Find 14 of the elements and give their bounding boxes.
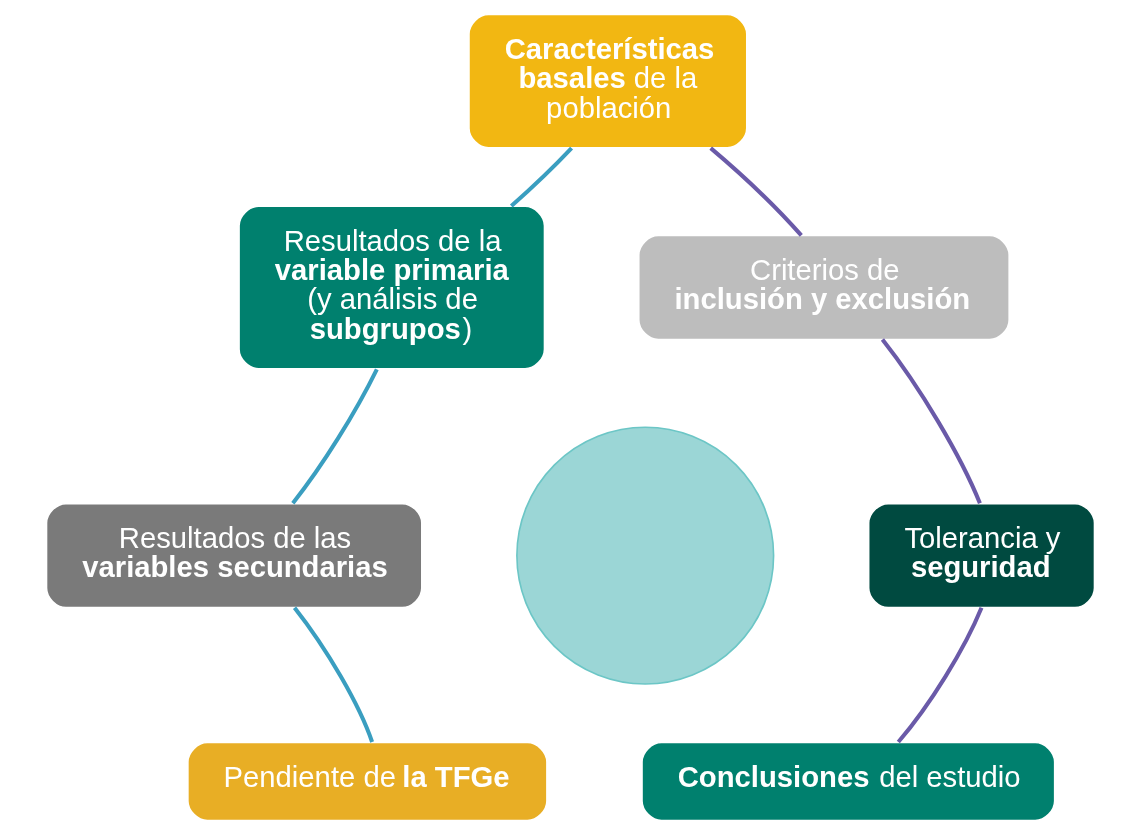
- connector: [896, 606, 983, 744]
- node-box: Resultados de la variable primaria (y análisis de subgrupos): [237, 205, 545, 370]
- node-circle: [515, 426, 774, 685]
- node-box: Características basales de la población: [467, 13, 748, 149]
- node-box: Tolerancia y seguridad: [867, 502, 1095, 609]
- connector: [292, 606, 374, 743]
- connector: [708, 146, 803, 237]
- connector: [880, 338, 982, 505]
- connector: [509, 146, 573, 208]
- node-box: Criterios de inclusión y exclusión: [637, 234, 1010, 341]
- connector: [290, 368, 379, 505]
- node-box: Conclusiones del estudio: [640, 741, 1055, 822]
- node-box: Pendiente de la TFGe: [186, 741, 548, 822]
- node-box: Resultados de las variables secundarias: [45, 502, 423, 609]
